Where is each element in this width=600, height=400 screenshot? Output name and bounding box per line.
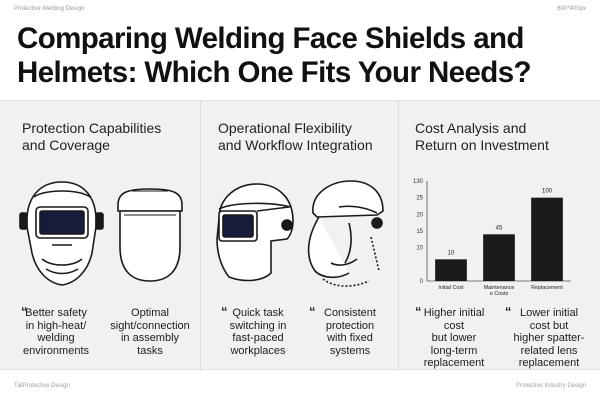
comparison-panels: Protection Capabilities and Coverage	[0, 100, 600, 371]
bar	[435, 259, 467, 281]
bullet-line: environments	[22, 344, 90, 357]
category-label: Initial Cost	[438, 285, 464, 291]
category-label: Maintenance	[484, 285, 515, 291]
top-meta-left: Protective Welding Design	[14, 6, 85, 12]
bullet-line: switching in	[229, 319, 287, 332]
cost-bar-chart: 0 10 15 20 25 130 10 45 100 Initial Cost Mainten…	[413, 179, 571, 297]
bullet-line: cost but	[529, 319, 569, 332]
panel-title: Protection Capabilities and Coverage	[22, 120, 161, 154]
bullet-item: Optimal sight/connection in assembly tas…	[110, 307, 190, 357]
footer-meta-right: Protective Industry Design	[515, 383, 586, 389]
face-shield-icon	[117, 188, 183, 282]
bullet-line: Consistent	[324, 307, 376, 319]
panel-title: Cost Analysis and Return on Investment	[415, 120, 549, 154]
quote-mark-icon: “	[21, 304, 28, 319]
face-shield-side-icon	[307, 180, 384, 287]
bullet-line: Better safety	[25, 307, 87, 319]
category-label: Replacement	[531, 285, 563, 291]
quote-mark-icon: “	[415, 304, 422, 319]
bullet-line: but lower	[431, 332, 477, 344]
category-label: e Costs	[490, 291, 509, 297]
y-tick-label: 0	[420, 279, 424, 285]
data-label: 45	[496, 225, 503, 231]
bullet-item: “ Better safety in high-heat/ welding en…	[21, 304, 90, 357]
panel-title-line: Operational Flexibility	[218, 120, 352, 136]
panel-title-line: Return on Investment	[415, 137, 549, 153]
welding-helmet-icon	[19, 181, 104, 286]
quote-mark-icon: “	[505, 304, 512, 319]
helmet-and-shield-illustration	[19, 181, 183, 286]
bullet-line: replacement	[518, 357, 580, 369]
bullet-line: Quick task	[232, 307, 284, 319]
bullet-line: cost	[443, 319, 465, 332]
bullet-item: “ Lower initial cost but higher spatter-…	[505, 305, 589, 370]
panel-divider	[200, 101, 201, 371]
bullet-line: sight/connection	[110, 319, 190, 332]
quote-mark-icon: “	[309, 304, 316, 319]
panel-title-line: and Workflow Integration	[218, 137, 373, 153]
y-tick-label: 25	[416, 196, 423, 202]
footer-meta-bar: Ti&Protective Design Protective Industry…	[14, 383, 586, 393]
top-meta-right: 600*400px	[557, 6, 586, 12]
bullet-line: related lens	[520, 344, 578, 357]
bullet-line: systems	[329, 344, 371, 357]
bullet-line: fast-paced	[232, 332, 284, 344]
data-label: 100	[542, 189, 553, 195]
panel-divider	[398, 101, 399, 371]
data-label: 10	[448, 250, 455, 256]
panel-title-line: Cost Analysis and	[415, 120, 527, 136]
bullet-line: protection	[325, 319, 375, 332]
welding-helmet-side-icon	[216, 183, 294, 282]
bullet-line: welding	[37, 332, 75, 344]
bullet-line: in high-heat/	[25, 319, 87, 332]
bullet-line: replacement	[423, 357, 485, 369]
y-tick-label: 10	[416, 246, 423, 252]
bullet-line: Lower initial	[519, 307, 579, 319]
bullet-item: “ Consistent protection with fixed syste…	[309, 305, 387, 357]
top-meta-bar: Protective Welding Design 600*400px	[14, 6, 586, 16]
y-tick-label: 15	[416, 229, 423, 235]
bullet-line: Higher initial	[423, 307, 485, 319]
page-title: Comparing Welding Face Shields and Helme…	[17, 22, 532, 89]
bullet-line: workplaces	[230, 344, 286, 357]
bullet-line: in assembly	[120, 332, 180, 344]
footer-meta-left: Ti&Protective Design	[14, 383, 70, 389]
helmet-side-views-illustration	[216, 180, 384, 287]
bullet-line: long-term	[430, 344, 478, 357]
quote-mark-icon: “	[221, 304, 228, 319]
y-tick-label: 130	[413, 179, 424, 185]
bullet-item: “ Higher initial cost but lower long-ter…	[415, 305, 487, 370]
panel-title: Operational Flexibility and Workflow Int…	[218, 120, 373, 154]
bullet-line: higher spatter-	[513, 332, 585, 344]
y-tick-label: 20	[416, 212, 423, 218]
panel-flexibility: Operational Flexibility and Workflow Int…	[201, 101, 398, 371]
bullet-line: with fixed	[327, 332, 373, 344]
bullet-line: tasks	[137, 344, 163, 357]
bar	[531, 197, 563, 281]
bar	[483, 234, 515, 281]
panel-protection: Protection Capabilities and Coverage	[0, 101, 200, 371]
panel-cost: Cost Analysis and Return on Investment 0…	[399, 101, 600, 371]
panel-title-line: and Coverage	[22, 137, 110, 153]
bullet-item: “ Quick task switching in fast-paced wor…	[221, 304, 293, 357]
panel-title-line: Protection Capabilities	[22, 120, 162, 136]
bullet-line: Optimal	[131, 307, 169, 319]
